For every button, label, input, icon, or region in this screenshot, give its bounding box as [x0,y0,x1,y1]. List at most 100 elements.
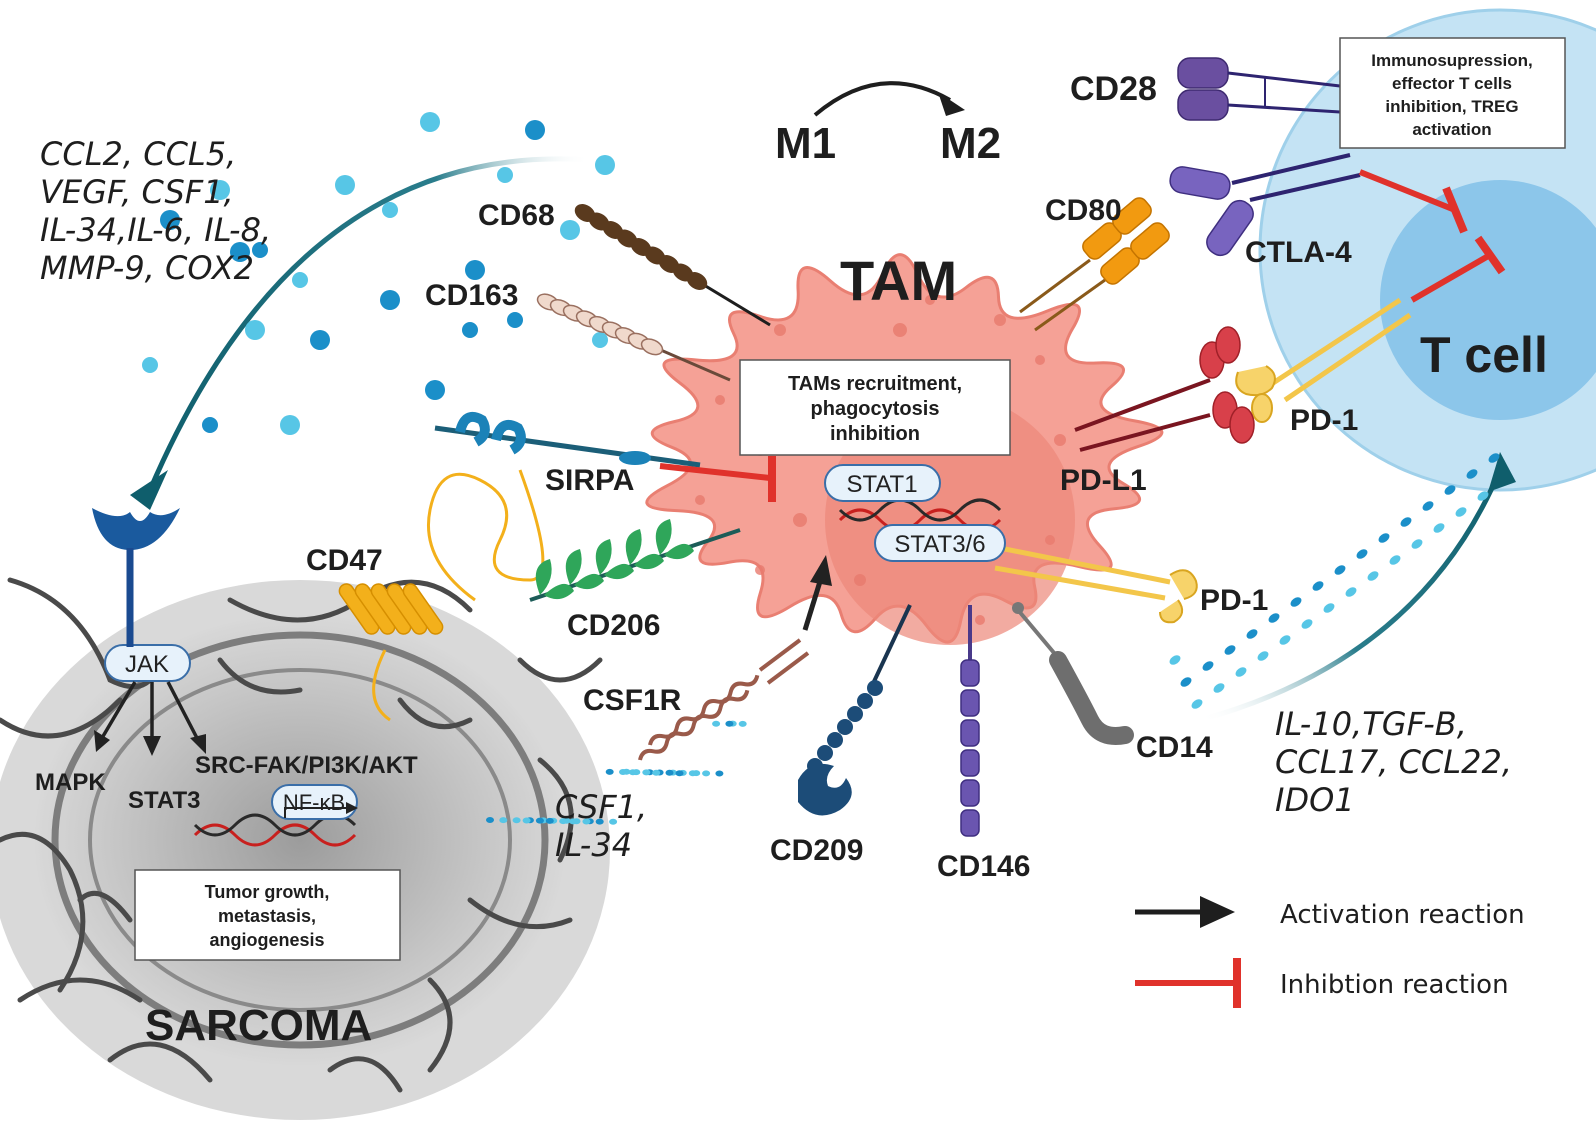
nfkb-pill: NF-κB [271,784,358,820]
cd206-leaf [595,539,634,580]
cd209-bead [847,706,863,722]
csf1-dot [512,817,521,824]
tam-cytokine-dot [1367,571,1379,581]
cytokine-dot [160,210,180,230]
stat3-label: STAT3 [128,787,200,814]
csf1-dot [725,720,734,727]
cytokine-dot [525,120,545,140]
cd28-receptor [1177,57,1341,121]
tumor-cytokines-line1: CCL2, CCL5, [40,135,236,173]
tam-cytokines-line3: IDO1 [1275,781,1355,819]
csf1-dot [609,818,618,825]
cd47-label: CD47 [306,544,383,577]
tumor-secretion-arrowhead [130,470,168,510]
tam-box-line1: TAMs recruitment, [788,373,962,395]
cytokine-dot [595,155,615,175]
csf1-dot [605,768,614,775]
m1-m2-arrow [813,81,951,117]
tcell-box-line4: activation [1412,120,1491,139]
m1-m2-arrowhead [938,92,965,116]
jak-pathway-arrowheads [94,730,206,756]
ctla4-receptor [1169,153,1468,257]
tam-secretion-arc [1199,469,1503,723]
tam-cytokine-dot [1290,597,1302,607]
stat1-pill: STAT1 [824,464,941,502]
legend-activation-label: Activation reaction [1280,900,1525,930]
cd163-bead [640,338,664,356]
cytokine-dot [245,320,265,340]
cytokine-dot [142,357,158,373]
csf1-dot [738,720,747,727]
cd163-label: CD163 [425,279,518,312]
csf1-dot [499,817,508,824]
tam-cytokine-dot [1257,651,1269,661]
jak-receptor [92,508,180,647]
tam-cytokine-dot [1323,603,1335,613]
tam-cytokine-dot [1334,565,1346,575]
legend-inhibition-label: Inhibtion reaction [1280,970,1509,1000]
tam-cytokine-dot [1279,635,1291,645]
tumor-cytokines-line2: VEGF, CSF1, [40,173,234,211]
cytokine-dot [202,417,218,433]
tam-secretion-arrowhead [1488,452,1516,492]
cytokine-dot [507,312,523,328]
csf1r-receptor [638,555,832,761]
csf1-dot [715,770,724,777]
cytokine-dot [592,332,608,348]
cd68-receptor [574,204,771,327]
mapk-label: MAPK [35,769,106,796]
cd206-leaf [565,549,604,590]
csf1-dot [486,817,494,823]
tam-cytokine-dot [1312,581,1324,591]
sirpa-label: SIRPA [545,464,634,497]
cytokine-dot [252,242,268,258]
m2-label: M2 [940,119,1001,168]
cd146-segment [960,749,980,777]
cytokine-dot [280,415,300,435]
tam-cytokine-dot [1246,629,1258,639]
tam-cytokine-dot [1180,677,1192,687]
stat1-label: STAT1 [846,471,917,498]
tam-cytokine-dot [1433,523,1445,533]
tumor-vessels [0,577,603,1093]
cytokine-dot [292,272,308,288]
sirpa-receptor [434,412,776,502]
csf1-dot [688,770,697,777]
legend-inhibition: Inhibtion reaction [1135,958,1509,1008]
cytokine-dot [465,260,485,280]
pd1-bottom-receptor [994,545,1198,624]
cd206-leaf [625,529,664,570]
cd209-bead [837,719,853,735]
tam-cytokine-dot [1213,683,1225,693]
csf1-dot [559,818,568,825]
csf1-dot [652,769,661,776]
csf-cytokines: CSF1, IL-34 [555,788,647,864]
pd1-top-receptor [1235,235,1506,423]
tam-cytokines-line2: CCL17, CCL22, [1275,743,1512,781]
cd28-label: CD28 [1070,70,1157,108]
nfkb-label: NF-κB [283,790,345,815]
cd209-bead [857,693,873,709]
legend-activation: Activation reaction [1135,896,1525,930]
csf1-dot [675,770,684,777]
tam-box-line2: phagocytosis [811,398,940,420]
tumor-secretion-arc [147,156,591,491]
cytokine-dot [382,202,398,218]
legend: Activation reaction Inhibtion reaction [1135,896,1525,1008]
csf1-dot [569,818,578,825]
tumor-cytokines-line3: IL-34,IL-6, IL-8, [40,211,271,249]
cd146-segment [960,689,980,717]
jak-pill: JAK [104,644,191,682]
tumor-box-line3: angiogenesis [209,930,324,950]
tam-cytokine-dot [1268,613,1280,623]
csf1-dot [702,770,711,777]
cd146-segment [960,659,980,687]
cd206-label: CD206 [567,609,660,642]
tumor-cytokines-line4: MMP-9, COX2 [40,249,254,287]
cd209-bead [827,732,843,748]
tam-box: TAMs recruitment, phagocytosis inhibitio… [739,359,1011,456]
tam-cytokine-dot [1378,533,1390,543]
cytokine-dots [142,112,1500,825]
